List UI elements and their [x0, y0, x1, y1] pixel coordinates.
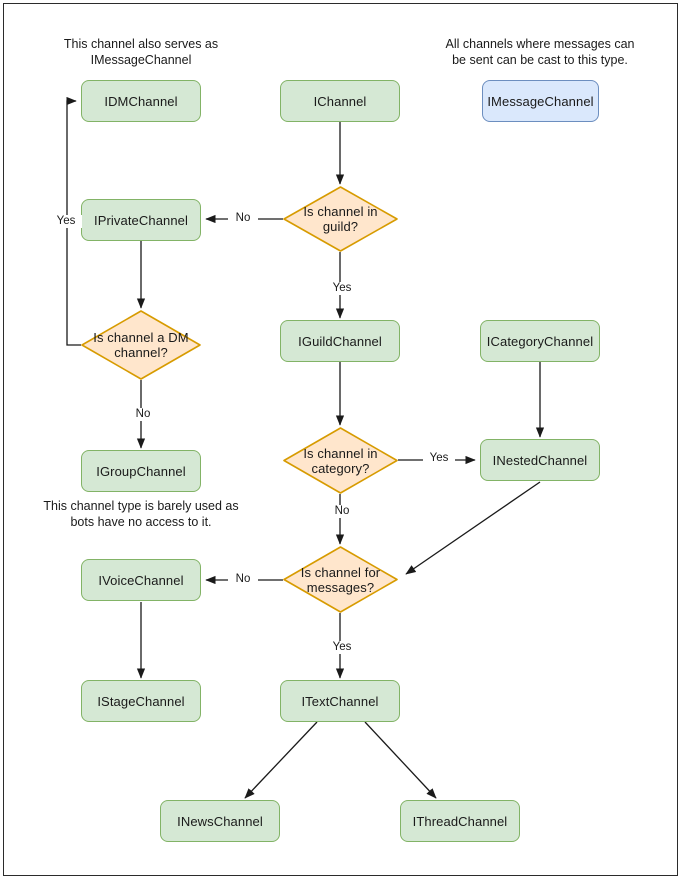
edge-label-no-guild: No	[228, 212, 258, 225]
node-igroupchannel[interactable]: IGroupChannel	[81, 450, 201, 492]
node-label: Is channel in guild?	[303, 204, 378, 234]
node-label: Is channel in category?	[303, 445, 378, 476]
node-iguildchannel[interactable]: IGuildChannel	[280, 320, 400, 362]
edge-label-no-messages: No	[228, 573, 258, 586]
node-ivoicechannel[interactable]: IVoiceChannel	[81, 559, 201, 601]
node-is-channel-in-category[interactable]: Is channel in category?	[283, 427, 398, 494]
note-group-channel: This channel type is barely used as bots…	[43, 499, 239, 529]
edge-label-no-category: No	[327, 505, 357, 518]
node-inewschannel[interactable]: INewsChannel	[160, 800, 280, 842]
node-itextchannel[interactable]: ITextChannel	[280, 680, 400, 722]
node-istagechannel[interactable]: IStageChannel	[81, 680, 201, 722]
node-ichannel[interactable]: IChannel	[280, 80, 400, 122]
edge-label-yes-messages: Yes	[326, 641, 358, 654]
edge-label-no-dm: No	[128, 408, 158, 421]
diamond-shape-dm	[81, 310, 201, 380]
node-iprivatechannel[interactable]: IPrivateChannel	[81, 199, 201, 241]
node-icategorychannel[interactable]: ICategoryChannel	[480, 320, 600, 362]
node-is-channel-for-messages[interactable]: Is channel for messages?	[283, 546, 398, 613]
node-is-channel-a-dm-channel[interactable]: Is channel a DM channel?	[81, 310, 201, 380]
diamond-shape-guild	[283, 186, 398, 252]
diamond-shape-category	[283, 427, 398, 494]
node-idmchannel[interactable]: IDMChannel	[81, 80, 201, 122]
edge-label-yes-guild: Yes	[326, 282, 358, 295]
diamond-shape-messages	[283, 546, 398, 613]
node-label: Is channel for messages?	[300, 564, 381, 595]
node-inestedchannel[interactable]: INestedChannel	[480, 439, 600, 481]
note-message-channel: All channels where messages can be sent …	[445, 37, 635, 67]
edge-label-yes-dm: Yes	[50, 215, 82, 228]
note-dm-channel: This channel also serves as IMessageChan…	[63, 37, 219, 67]
node-label: Is channel a DM channel?	[93, 330, 189, 360]
node-ithreadchannel[interactable]: IThreadChannel	[400, 800, 520, 842]
node-imessagechannel[interactable]: IMessageChannel	[482, 80, 599, 122]
node-is-channel-in-guild[interactable]: Is channel in guild?	[283, 186, 398, 252]
edge-label-yes-category: Yes	[423, 452, 455, 465]
